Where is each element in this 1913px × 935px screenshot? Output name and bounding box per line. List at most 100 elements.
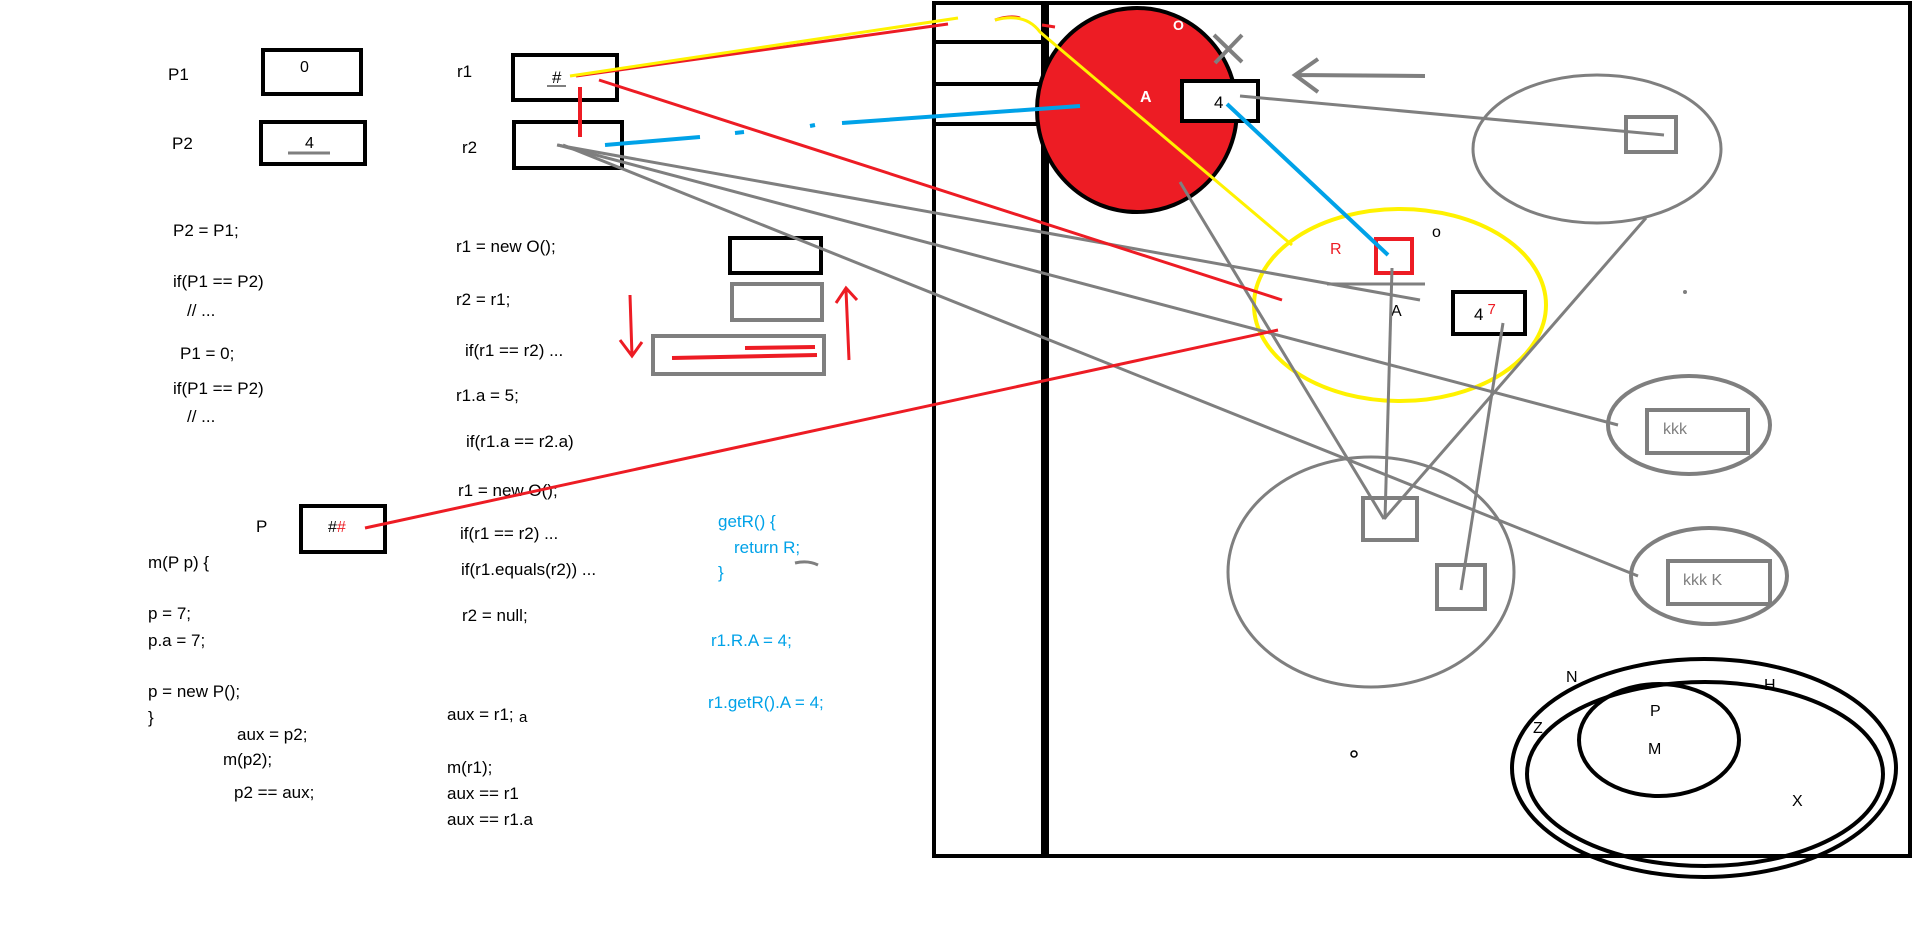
stack-box-gray bbox=[730, 282, 824, 322]
code-line: if(r1.equals(r2)) ... bbox=[461, 560, 596, 579]
code-line: r1.R.A = 4; bbox=[711, 631, 792, 650]
venn-p-label: P bbox=[1650, 703, 1661, 720]
code-line: r1 = new O(); bbox=[456, 237, 556, 256]
gray-link bbox=[557, 143, 1619, 427]
code-line: aux = r1; bbox=[447, 705, 514, 724]
code-method: m(P p) { p = 7; p.a = 7; p = new P(); } … bbox=[148, 553, 314, 802]
r1-label: r1 bbox=[457, 62, 472, 81]
venn-x-label: X bbox=[1792, 793, 1803, 810]
gray-link bbox=[1459, 322, 1505, 591]
code-line: getR() { bbox=[718, 512, 776, 531]
stack-frame bbox=[932, 1, 1045, 858]
red-link bbox=[364, 328, 1279, 530]
code-line: if(P1 == P2) bbox=[173, 272, 264, 291]
code-line: P1 = 0; bbox=[180, 344, 234, 363]
code-line: p = new P(); bbox=[148, 682, 240, 701]
code-line: r2 = r1; bbox=[456, 290, 510, 309]
code-line: } bbox=[718, 563, 724, 582]
gray-object-field bbox=[1361, 496, 1419, 542]
gray-link bbox=[1178, 181, 1386, 520]
p1-value: 0 bbox=[300, 59, 309, 76]
yellow-o-label: o bbox=[1432, 224, 1441, 241]
red-object-field-box bbox=[1180, 79, 1260, 123]
kkk-k-text: kkk K bbox=[1683, 572, 1722, 589]
code-line: p = 7; bbox=[148, 604, 191, 623]
venn-n-label: N bbox=[1566, 669, 1578, 686]
kkk-text: kkk bbox=[1663, 421, 1688, 438]
code-line: if(r1.a == r2.a) bbox=[466, 432, 574, 451]
gray-link bbox=[1382, 217, 1648, 520]
code-line: m(p2); bbox=[223, 750, 272, 769]
code-line: // ... bbox=[187, 301, 215, 320]
p-label: P bbox=[256, 517, 267, 536]
red-link bbox=[598, 78, 1283, 302]
p2-box bbox=[259, 120, 367, 166]
gray-object-field bbox=[1435, 563, 1487, 611]
code-line: m(P p) { bbox=[148, 553, 209, 572]
p-box bbox=[299, 504, 387, 554]
code-line: if(r1 == r2) ... bbox=[460, 524, 558, 543]
code-line: if(P1 == P2) bbox=[173, 379, 264, 398]
code-refs: r1 = new O(); r2 = r1; if(r1 == r2) ... … bbox=[456, 237, 596, 625]
p1-label: P1 bbox=[168, 65, 189, 84]
p1-box bbox=[261, 48, 363, 96]
gray-link bbox=[562, 143, 1639, 578]
code-line: // ... bbox=[187, 407, 215, 426]
red-object-a-label: A bbox=[1140, 89, 1152, 106]
gray-x-mark bbox=[1212, 33, 1244, 65]
yellow-a-label: A bbox=[1391, 303, 1402, 320]
red-down-arrow bbox=[618, 294, 644, 359]
code-line: } bbox=[148, 708, 154, 727]
venn-h-label: H bbox=[1764, 677, 1776, 694]
yellow-r-box bbox=[1374, 237, 1414, 275]
yellow-link bbox=[569, 16, 959, 78]
code-line: if(r1 == r2) ... bbox=[465, 341, 563, 360]
blue-link bbox=[1225, 102, 1390, 257]
r2-label: r2 bbox=[462, 138, 477, 157]
gray-object-top-right bbox=[1471, 73, 1723, 225]
code-line: p2 == aux; bbox=[234, 783, 314, 802]
code-line: aux == r1.a bbox=[447, 810, 534, 829]
code-aux: aux = r1; a m(r1); aux == r1 aux == r1.a bbox=[447, 705, 534, 829]
venn-h bbox=[1525, 680, 1885, 868]
code-line: P2 = P1; bbox=[173, 221, 239, 240]
r1-value: # bbox=[552, 68, 562, 87]
venn-p bbox=[1577, 682, 1741, 798]
gray-object-field bbox=[1624, 115, 1678, 154]
code-line: r1 = new O(); bbox=[458, 481, 558, 500]
stack-box-black bbox=[728, 236, 823, 275]
gray-arrow bbox=[1291, 57, 1426, 94]
code-line: aux = p2; bbox=[237, 725, 307, 744]
code-line: return R; bbox=[734, 538, 800, 557]
gray-link bbox=[1383, 267, 1394, 520]
code-line: aux == r1 bbox=[447, 784, 519, 803]
code-line: a bbox=[519, 709, 528, 726]
red-object-field-value: 4 bbox=[1214, 93, 1223, 112]
heap-frame bbox=[1045, 1, 1912, 858]
kkk-object bbox=[1606, 374, 1772, 476]
red-object-o-label: O bbox=[1173, 17, 1184, 33]
code-line: r1.getR().A = 4; bbox=[708, 693, 824, 712]
gray-link bbox=[556, 143, 1421, 302]
getter-squiggle bbox=[794, 560, 819, 567]
kkk-k-string-box bbox=[1666, 559, 1772, 606]
code-line: r1.a = 5; bbox=[456, 386, 519, 405]
gray-link bbox=[1239, 94, 1665, 137]
dot bbox=[1350, 750, 1358, 758]
code-line: p.a = 7; bbox=[148, 631, 205, 650]
yellow-link bbox=[994, 16, 1293, 247]
r1-box bbox=[511, 53, 619, 102]
blue-link bbox=[604, 104, 1081, 147]
red-strike bbox=[671, 353, 818, 360]
dot bbox=[1683, 290, 1687, 294]
code-line: r2 = null; bbox=[462, 606, 528, 625]
venn-z-label: Z bbox=[1533, 720, 1543, 737]
venn-m-label: M bbox=[1648, 741, 1661, 758]
code-getter: getR() { return R; } r1.R.A = 4; r1.getR… bbox=[708, 512, 824, 712]
red-up-arrow bbox=[834, 285, 859, 361]
stack-box-gray-wide bbox=[651, 334, 826, 376]
code-line: m(r1); bbox=[447, 758, 492, 777]
